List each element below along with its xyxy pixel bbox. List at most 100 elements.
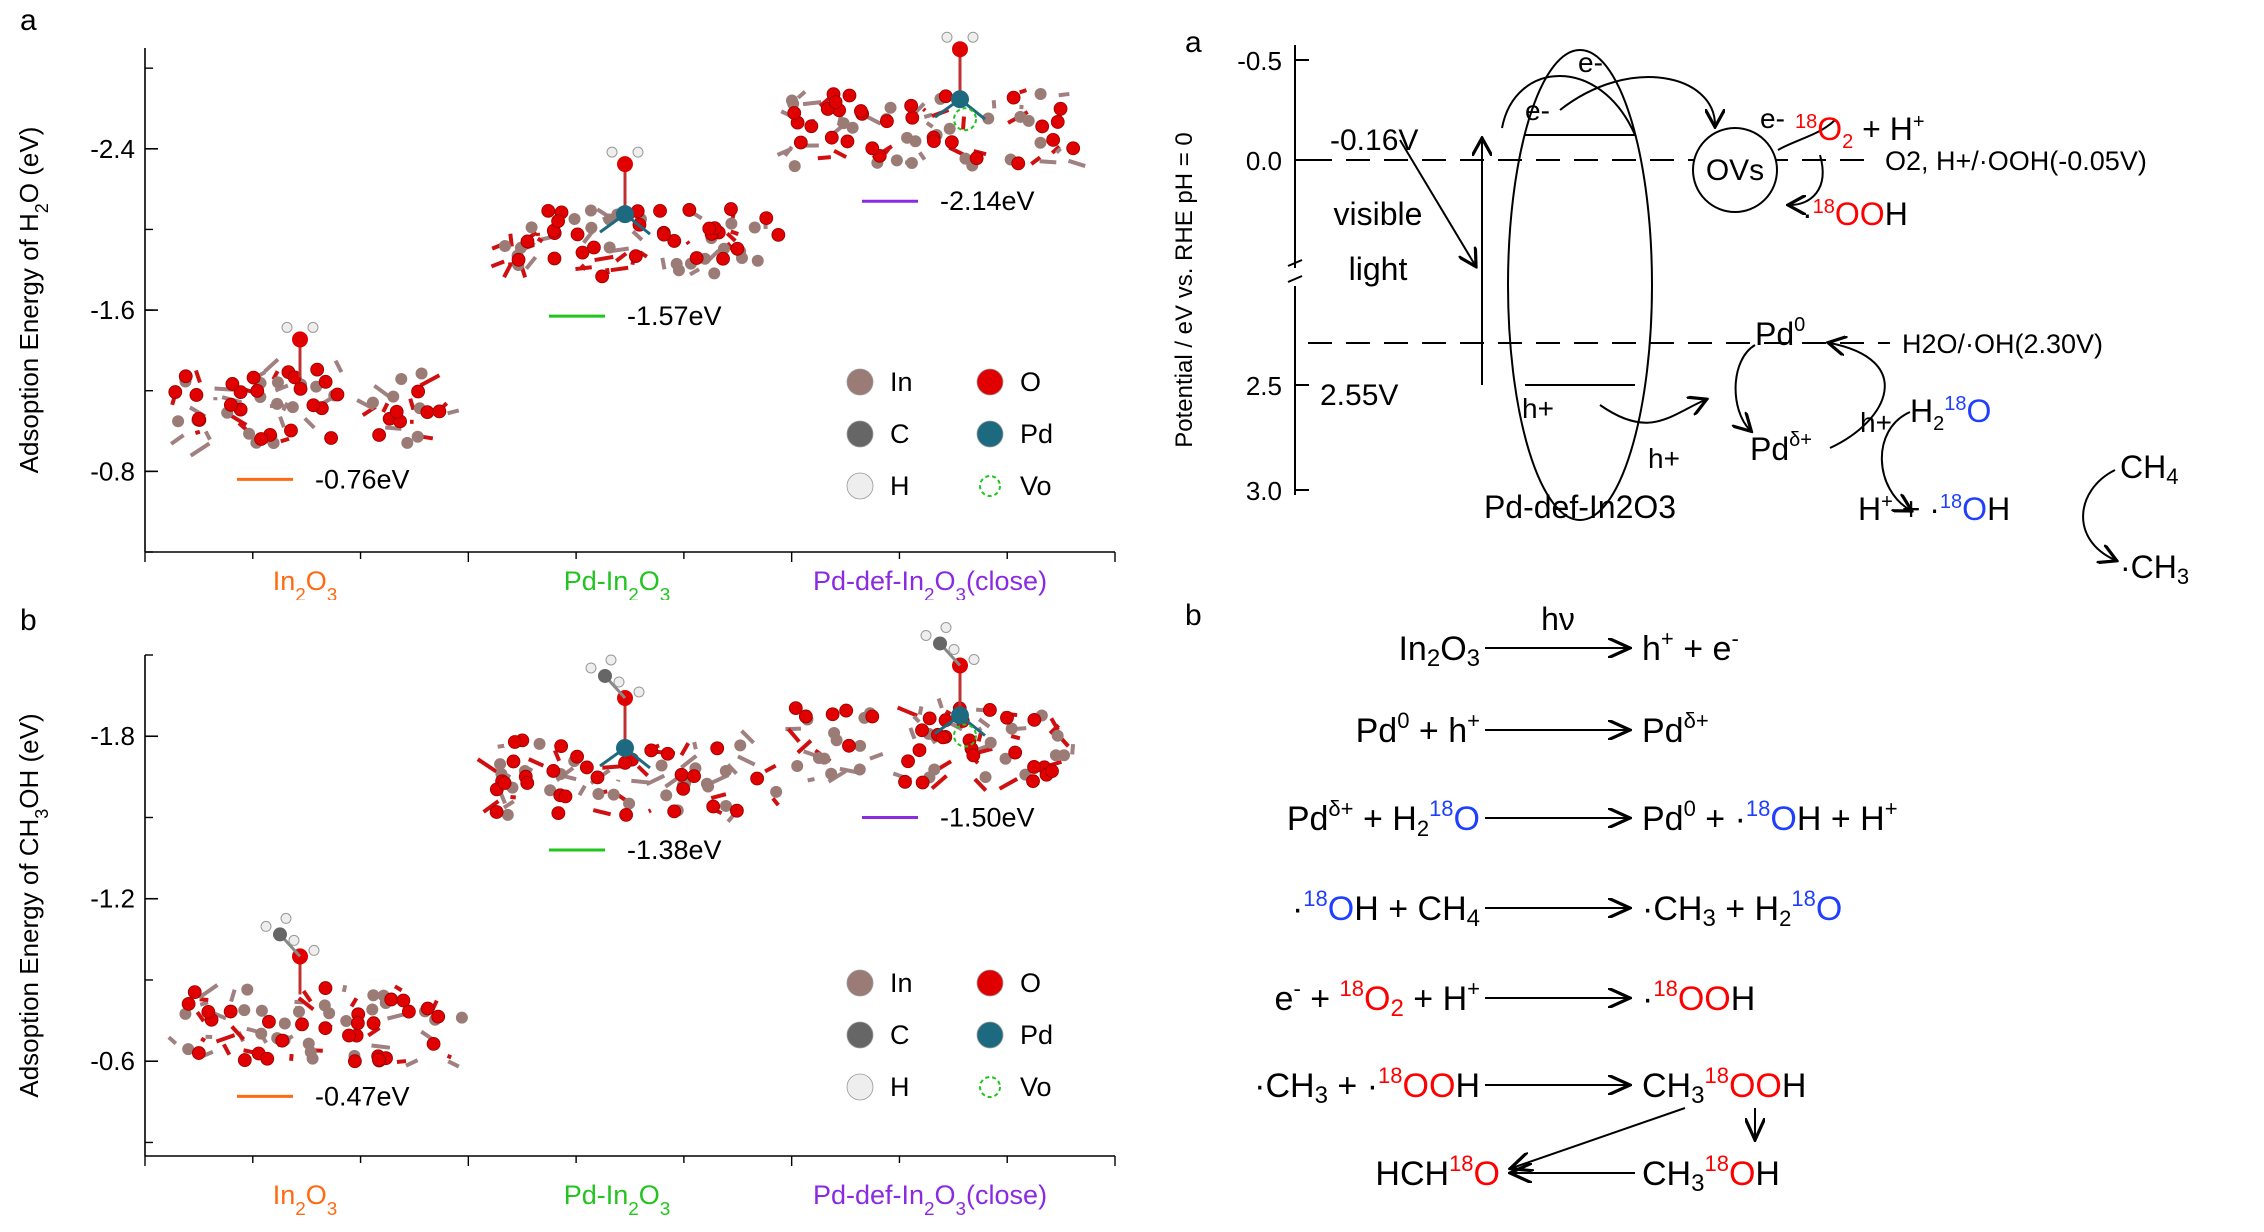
oxygen-atom: [1027, 760, 1041, 774]
hydrogen-atom: [941, 31, 953, 43]
oxygen-atom: [825, 707, 840, 722]
indium-atom: [498, 240, 511, 253]
diagram-panel-label: a: [1185, 26, 1202, 59]
oxygen-atom: [1000, 710, 1014, 725]
slab-bond: [367, 1026, 381, 1038]
pddelta-to-pd0-arrow: [1830, 343, 1886, 449]
slab-bond: [615, 251, 628, 263]
slab-bond: [228, 413, 248, 427]
reaction-5-left: e- + 18O2 + H+: [1275, 976, 1480, 1022]
oxygen-atom: [915, 775, 930, 790]
legend-marker: [846, 969, 874, 997]
oxygen-atom: [1050, 115, 1065, 129]
indium-atom: [366, 396, 379, 409]
reaction-arrows: [1485, 648, 1755, 1173]
slab-bond: [961, 116, 966, 130]
slab-bond: [419, 373, 441, 388]
oxygen-atom: [926, 134, 941, 149]
oxygen-atom: [644, 743, 659, 758]
oxygen-atom: [293, 381, 308, 396]
oxygen-atom: [189, 388, 204, 402]
slab-bond: [944, 709, 952, 716]
oxygen-atom: [966, 748, 981, 763]
vb-level-label: 2.55V: [1320, 379, 1398, 412]
ch4-label: CH4: [2120, 449, 2178, 489]
oxygen-atom: [724, 202, 738, 216]
energy-value-label: -0.76eV: [315, 464, 410, 494]
reaction-1-right: h+ + e-: [1642, 626, 1739, 668]
hydrogen-atom: [633, 686, 645, 698]
oxygen-atom: [689, 251, 704, 265]
slab-bond: [510, 794, 517, 800]
vacancy-marker: [953, 107, 977, 132]
indium-atom: [607, 788, 620, 801]
o2-to-ooh-arrow: [1790, 154, 1824, 205]
oxygen-atom: [570, 227, 585, 242]
hydrogen-atom: [260, 920, 272, 932]
legend-label-c: C: [890, 1020, 910, 1050]
slab-bond: [563, 774, 577, 782]
slab-bond: [297, 996, 315, 1012]
slab-bond: [680, 754, 698, 770]
indium-atom: [853, 763, 866, 776]
oxygen-atom: [840, 134, 855, 149]
ytick-label: 3.0: [1246, 476, 1282, 506]
oxygen-atom: [628, 249, 643, 264]
indium-atom: [367, 989, 380, 1002]
slab-bond: [274, 383, 289, 393]
oxygen-atom: [798, 709, 813, 724]
hydrogen-atom: [967, 31, 979, 43]
slab-bond: [199, 1000, 209, 1007]
slab-bond: [817, 155, 831, 161]
indium-atom: [255, 1027, 268, 1040]
indium-atom: [909, 135, 922, 148]
ytick-label: 2.5: [1246, 371, 1282, 401]
slab-bond: [341, 984, 348, 993]
pd0-to-pddelta-arrow: [1736, 344, 1756, 430]
oxygen-atom: [880, 114, 894, 129]
legend-label-o: O: [1020, 968, 1041, 998]
reaction-7-left: HCH18O: [1375, 1151, 1500, 1193]
slab-bond: [592, 808, 612, 817]
slab-bond: [1055, 147, 1062, 155]
panel-label: b: [20, 604, 37, 637]
indium-atom: [725, 217, 738, 230]
hydrogen-atom: [307, 321, 319, 333]
x-category-label: In2O3: [273, 566, 338, 600]
oxygen-atom: [587, 240, 601, 255]
slab-bond: [923, 112, 933, 119]
reaction-4-right: ·CH3 + H218O: [1642, 886, 1842, 932]
oxygen-atom: [420, 1001, 435, 1016]
legend-label-h: H: [890, 1072, 910, 1102]
slab-bond: [936, 697, 944, 709]
legend-label-vo: Vo: [1020, 1072, 1052, 1102]
oxygen-atom: [915, 723, 929, 738]
palladium-atom: [616, 738, 634, 757]
oxygen-atom: [617, 156, 633, 173]
slab-bond: [482, 799, 500, 814]
slab-bond: [199, 997, 209, 1002]
oxygen-atom: [804, 119, 819, 134]
oxygen-atom: [922, 711, 937, 726]
indium-atom: [243, 427, 256, 440]
hole-label: h+: [1860, 407, 1892, 438]
oxygen-atom: [579, 760, 594, 775]
slab-bond: [552, 749, 562, 762]
oxygen-atom: [306, 398, 321, 413]
reaction-6-right: CH318OOH: [1642, 1063, 1806, 1109]
slab-structure: [168, 357, 460, 458]
slab-bond: [278, 416, 286, 428]
slab-bond: [1070, 743, 1076, 755]
oxygen-atom: [1035, 119, 1050, 134]
slab-bond: [978, 717, 991, 729]
ytick-label: 0.0: [1246, 146, 1282, 176]
oxygen-atom: [318, 981, 333, 995]
oxygen-atom: [676, 781, 691, 796]
indium-atom: [999, 752, 1012, 765]
x-category-label: Pd-def-In2O3(close): [813, 566, 1047, 600]
slab-bond: [594, 254, 614, 263]
slab-bond: [685, 240, 691, 246]
electron-label: e-: [1578, 47, 1603, 78]
oxygen-atom: [431, 1009, 446, 1024]
slab-bond: [405, 1058, 419, 1068]
